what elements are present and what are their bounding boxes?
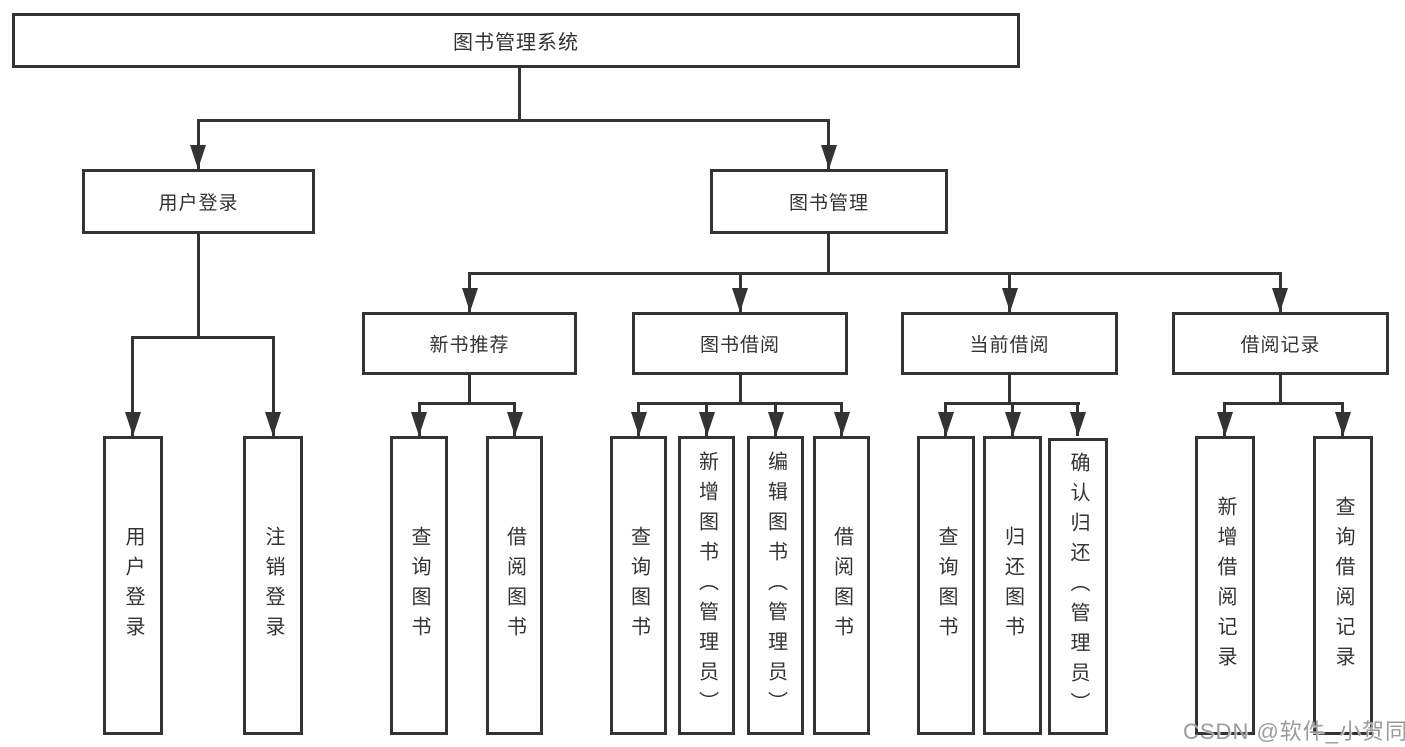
node-book-borrowing: 图书借阅 (632, 312, 848, 375)
node-borrowing-records-label: 借阅记录 (1240, 335, 1321, 356)
watermark: CSDN @软件_小贺同学 (1183, 719, 1405, 744)
connector-drop (131, 336, 134, 436)
connector-stem (739, 375, 742, 405)
leaf-edit-book-admin-label: 编辑图书（管理员） (764, 450, 787, 721)
leaf-query-books-borrowing: 查询图书 (610, 436, 667, 735)
leaf-logout-label: 注销登录 (262, 525, 284, 646)
leaf-borrow-books-borrowing: 借阅图书 (813, 436, 870, 735)
leaf-add-book-admin-label: 新增图书（管理员） (695, 450, 718, 721)
node-book-borrowing-label: 图书借阅 (699, 335, 780, 356)
leaf-query-books-current: 查询图书 (917, 436, 975, 735)
connector-drop (272, 336, 275, 436)
arrowhead-down-icon (732, 288, 748, 312)
leaf-add-borrow-record-label: 新增借阅记录 (1214, 495, 1236, 676)
arrowhead-down-icon (821, 145, 837, 169)
connector-bar (418, 402, 516, 405)
leaf-query-books-recommend: 查询图书 (390, 436, 448, 735)
arrowhead-down-icon (1005, 412, 1021, 436)
node-root-label: 图书管理系统 (453, 32, 579, 54)
arrowhead-down-icon (125, 412, 141, 436)
node-new-book-recommend-label: 新书推荐 (429, 335, 510, 356)
arrowhead-down-icon (411, 412, 427, 436)
node-book-management: 图书管理 (710, 169, 948, 234)
leaf-borrow-books-recommend: 借阅图书 (486, 436, 543, 735)
leaf-logout: 注销登录 (243, 436, 303, 735)
leaf-query-books-current-label: 查询图书 (935, 525, 957, 646)
connector-book-mgmt-stem (827, 234, 830, 275)
arrowhead-down-icon (631, 412, 647, 436)
connector-user-login-stem (197, 234, 200, 339)
leaf-query-books-borrowing-label: 查询图书 (627, 525, 650, 646)
arrowhead-down-icon (265, 412, 281, 436)
arrowhead-down-icon (1272, 288, 1288, 312)
arrowhead-down-icon (462, 288, 478, 312)
connector-stem (1008, 375, 1011, 405)
connector-root-drop-right (827, 119, 830, 169)
node-current-borrowing-label: 当前借阅 (969, 335, 1050, 356)
leaf-user-login-label: 用户登录 (122, 525, 144, 646)
connector-root-drop-left (197, 119, 200, 169)
leaf-add-book-admin: 新增图书（管理员） (678, 436, 735, 735)
arrowhead-down-icon (768, 412, 784, 436)
leaf-confirm-return-admin: 确认归还（管理员） (1048, 438, 1108, 735)
connector-bar (637, 402, 843, 405)
node-borrowing-records: 借阅记录 (1172, 312, 1389, 375)
arrowhead-down-icon (938, 412, 954, 436)
arrowhead-down-icon (699, 412, 715, 436)
leaf-borrow-books-borrowing-label: 借阅图书 (830, 525, 853, 646)
node-root: 图书管理系统 (12, 13, 1020, 68)
arrowhead-down-icon (834, 412, 850, 436)
arrowhead-down-icon (190, 145, 206, 169)
arrowhead-down-icon (507, 412, 523, 436)
arrowhead-down-icon (1070, 412, 1086, 436)
connector-bar (1223, 402, 1344, 405)
leaf-user-login: 用户登录 (103, 436, 163, 735)
connector-stem (468, 375, 471, 405)
leaf-edit-book-admin: 编辑图书（管理员） (747, 436, 804, 735)
connector-root-bar (197, 119, 830, 122)
node-book-management-label: 图书管理 (788, 193, 869, 214)
leaf-confirm-return-admin-label: 确认归还（管理员） (1067, 451, 1089, 722)
node-user-login-label: 用户登录 (158, 193, 239, 214)
connector-user-login-bar (131, 336, 275, 339)
connector-book-mgmt-bar (468, 272, 1282, 275)
node-current-borrowing: 当前借阅 (901, 312, 1118, 375)
leaf-query-borrow-record: 查询借阅记录 (1313, 436, 1373, 735)
connector-stem (1279, 375, 1282, 405)
arrowhead-down-icon (1217, 412, 1233, 436)
leaf-return-book: 归还图书 (983, 436, 1042, 735)
arrowhead-down-icon (1335, 412, 1351, 436)
leaf-query-books-recommend-label: 查询图书 (408, 525, 430, 646)
node-new-book-recommend: 新书推荐 (362, 312, 577, 375)
leaf-query-borrow-record-label: 查询借阅记录 (1332, 495, 1354, 676)
leaf-add-borrow-record: 新增借阅记录 (1195, 436, 1255, 735)
arrowhead-down-icon (1002, 288, 1018, 312)
node-user-login: 用户登录 (82, 169, 315, 234)
leaf-return-book-label: 归还图书 (1001, 525, 1024, 646)
leaf-borrow-books-recommend-label: 借阅图书 (503, 525, 526, 646)
connector-root-stem (518, 68, 521, 122)
